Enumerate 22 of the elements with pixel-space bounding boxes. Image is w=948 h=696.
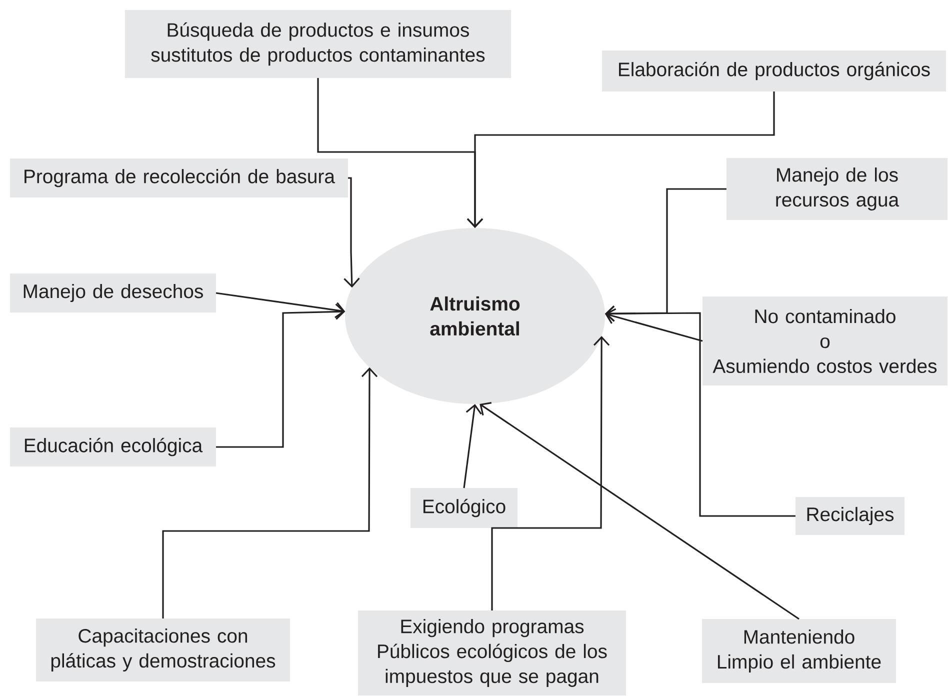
arrow [491, 336, 610, 610]
text-box: No contaminado o Asumiendo costos verdes [702, 296, 948, 386]
text-box: Manejo de desechos [10, 274, 216, 312]
arrow [162, 367, 378, 618]
text-box: Reciclajes [796, 497, 904, 535]
arrow [480, 402, 800, 620]
text-box: Ecológico [410, 488, 518, 528]
text-box: Exigiendo programas Públicos ecológicos de los impuestos que se pagan [358, 610, 626, 696]
text-box: Programa de recolección de basura [10, 158, 348, 198]
text-box: Capacitaciones con pláticas y demostraciones [36, 618, 290, 682]
text-box: Búsqueda de productos e insumos sustitutos de productos contaminantes [125, 10, 511, 78]
arrow [216, 304, 346, 448]
arrow [216, 292, 346, 318]
text-box: Manejo de los recursos agua [726, 158, 948, 220]
arrow [344, 177, 360, 288]
text-box: Elaboración de productos orgánicos [602, 50, 946, 92]
text-box: Educación ecológica [10, 428, 216, 466]
arrow [604, 308, 703, 342]
arrow [604, 306, 796, 517]
arrow [466, 92, 775, 228]
text-box: Manteniendo Limpio el ambiente [702, 619, 896, 683]
arrow [463, 404, 482, 488]
